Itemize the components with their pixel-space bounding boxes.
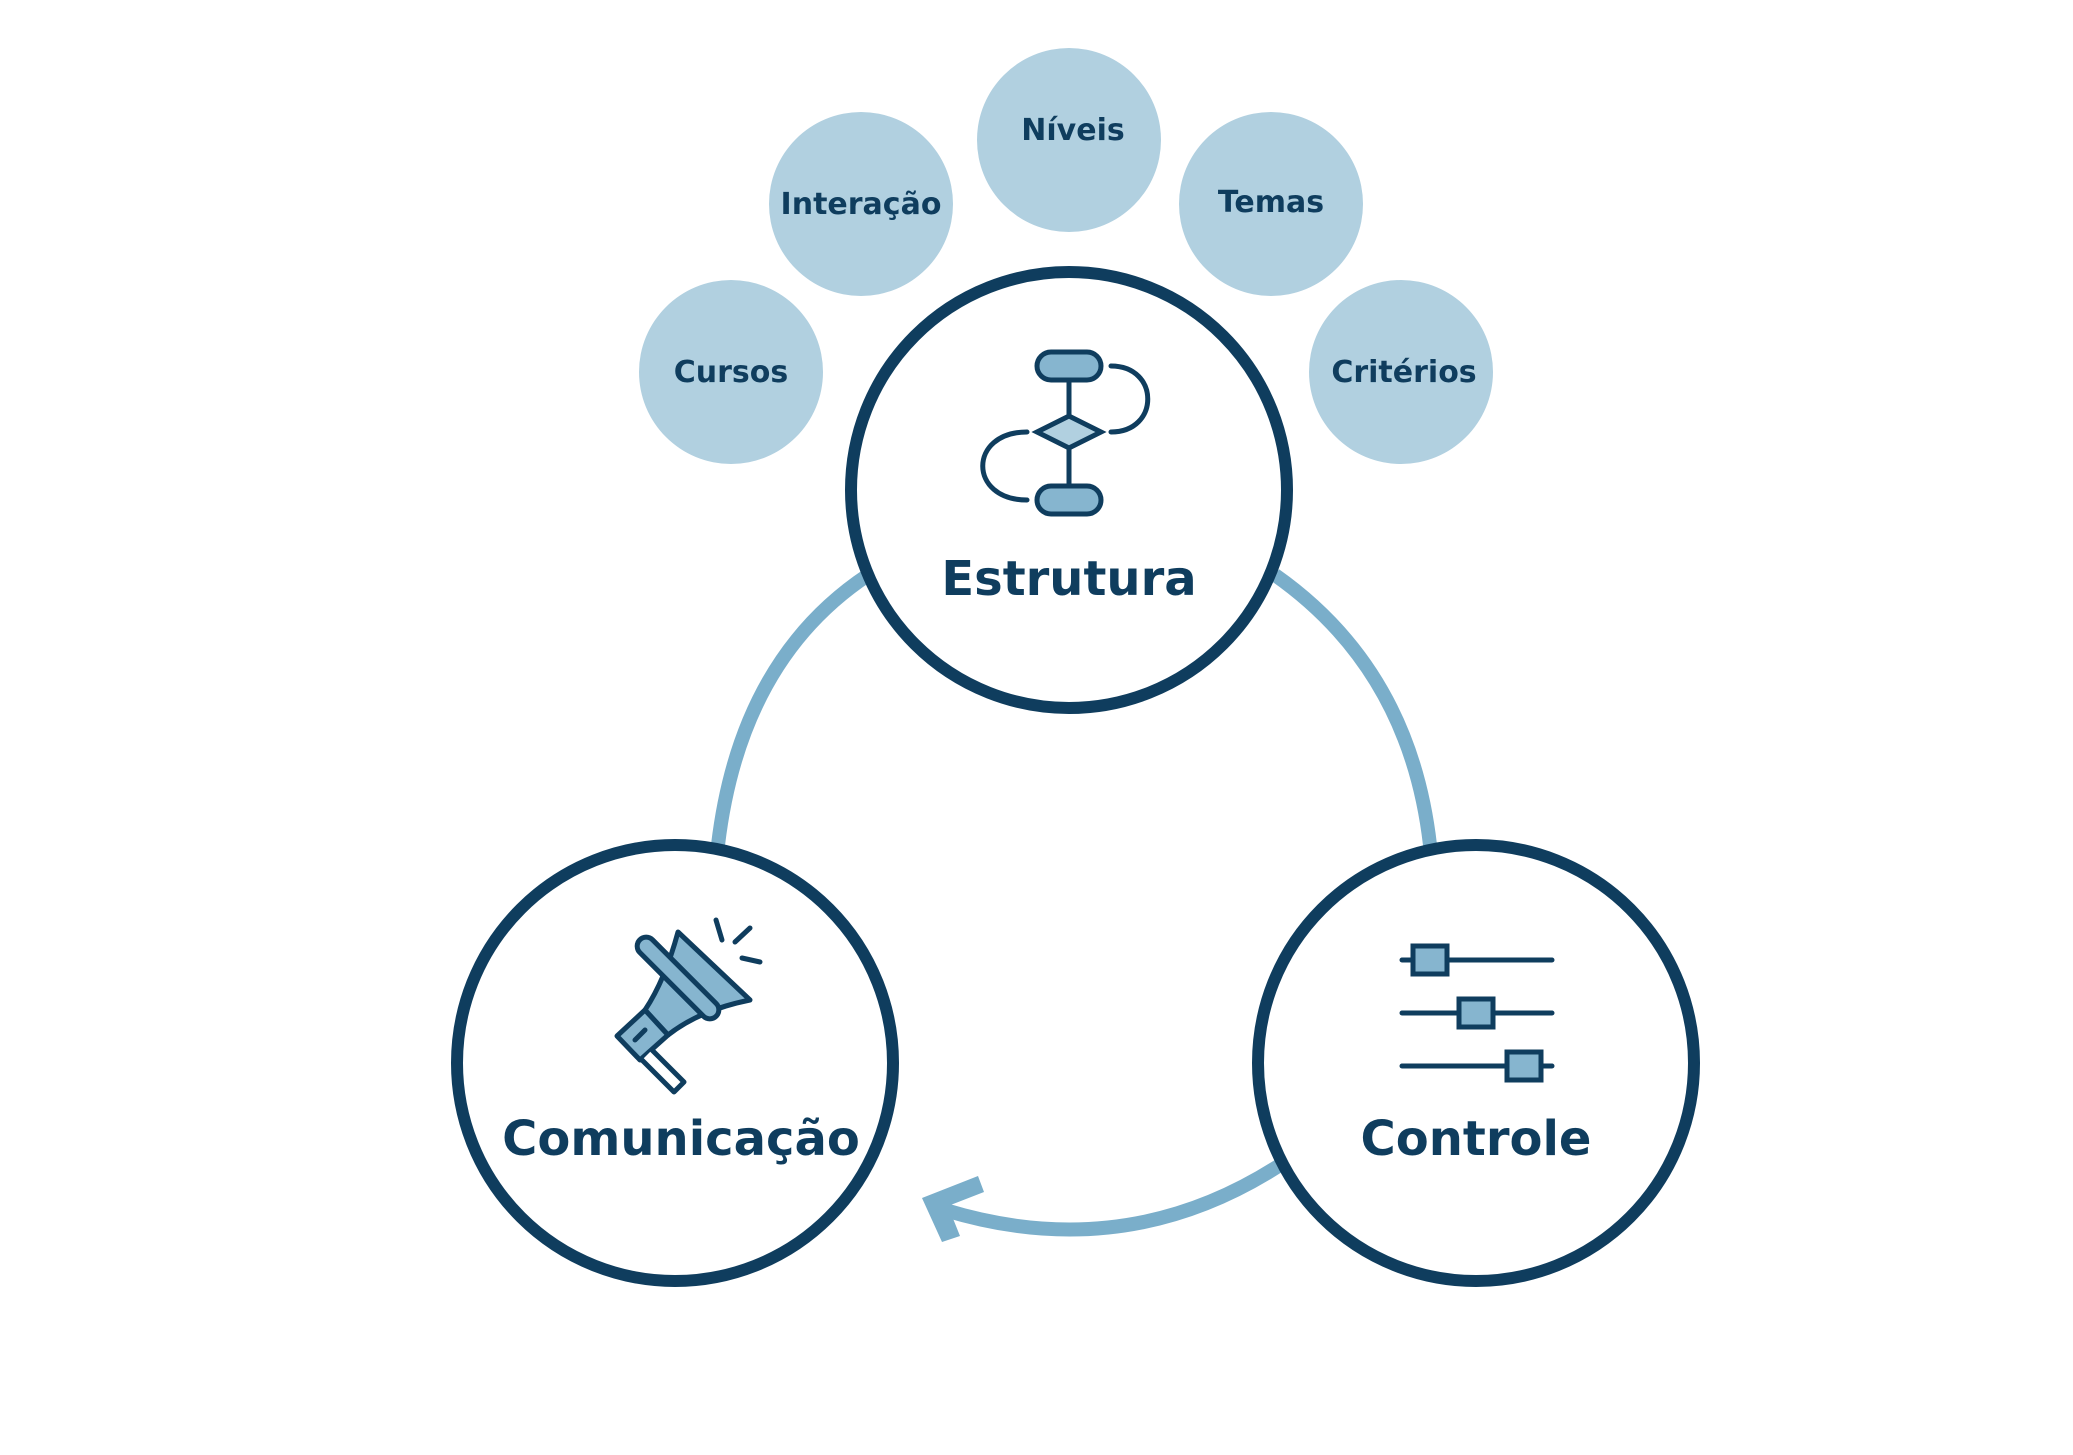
- subtopic-bubbles: Cursos Interação Níveis Temas Critérios: [639, 48, 1493, 464]
- bubble-criterios: Critérios: [1309, 280, 1493, 464]
- bubble-temas: Temas: [1179, 112, 1363, 296]
- bubble-label: Cursos: [674, 355, 789, 390]
- node-label: Estrutura: [941, 551, 1196, 607]
- edge-comunicacao-estrutura: [711, 569, 872, 846]
- bubble-label: Temas: [1218, 185, 1324, 220]
- bubble-niveis: Níveis: [977, 48, 1161, 232]
- edge-estrutura-controle: [1270, 569, 1437, 846]
- sliders-icon: [1399, 943, 1555, 1083]
- bubble-label: Interação: [781, 187, 942, 222]
- bubble-interacao: Interação: [769, 112, 953, 296]
- flowchart-icon: [980, 349, 1151, 517]
- bubble-cursos: Cursos: [639, 280, 823, 464]
- edge-controle-comunicacao: [942, 1159, 1284, 1237]
- node-label: Comunicação: [502, 1111, 860, 1167]
- node-comunicacao: Comunicação: [451, 839, 899, 1287]
- bubble-label: Níveis: [1021, 113, 1124, 148]
- megaphone-icon: [614, 917, 763, 1095]
- node-controle: Controle: [1252, 839, 1700, 1287]
- bubble-label: Critérios: [1331, 355, 1476, 390]
- cycle-ring: [711, 569, 1437, 1237]
- cycle-arrow-head: [922, 1176, 984, 1242]
- node-estrutura: Estrutura: [845, 266, 1293, 714]
- node-label: Controle: [1361, 1111, 1592, 1167]
